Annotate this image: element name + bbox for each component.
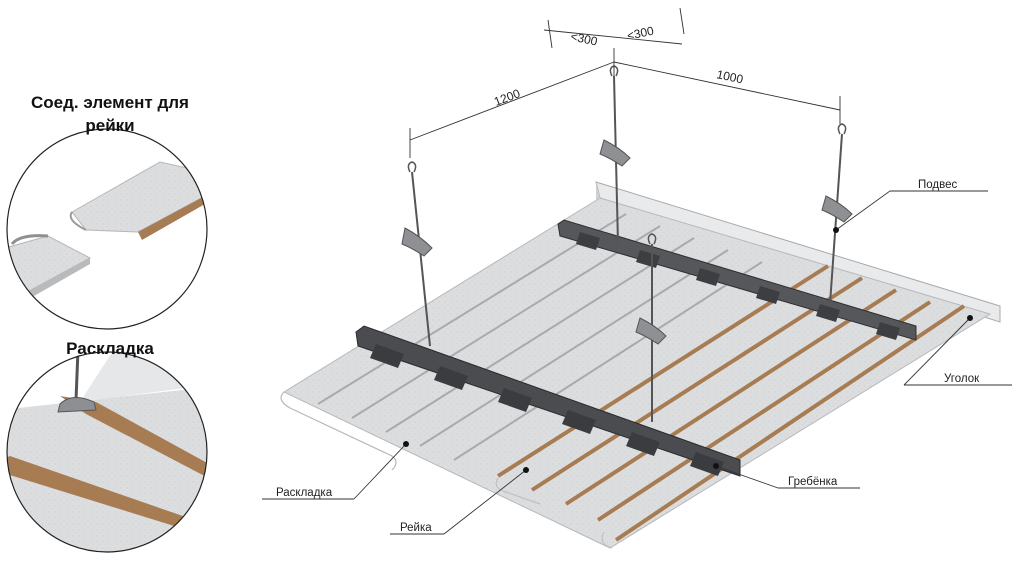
callout-hanger: Подвес <box>918 179 957 191</box>
dimension-left-offset: <300 <box>569 29 599 48</box>
ceiling-panel-field <box>282 197 992 549</box>
comb-carrier-front <box>355 325 741 477</box>
hangers <box>401 65 853 422</box>
connector-title: Соед. элемент для рейки <box>31 93 189 135</box>
callout-dots <box>403 227 973 473</box>
wood-inserts <box>496 264 966 542</box>
comb-carrier-back <box>557 219 917 341</box>
connector-inset <box>6 128 208 330</box>
layout-title: Раскладка <box>66 339 154 358</box>
layout-inset <box>6 351 208 553</box>
ceiling-assembly <box>280 65 1001 549</box>
callout-comb: Гребёнка <box>788 476 838 488</box>
callout-layout: Раскладка <box>276 487 333 499</box>
callout-leaders <box>262 190 1012 535</box>
callout-rail: Рейка <box>400 522 432 534</box>
dimension-span-left: 1200 <box>492 86 522 109</box>
callout-angle: Уголок <box>944 373 980 385</box>
panel-grooves <box>317 213 763 461</box>
dimension-span-right: 1000 <box>715 67 744 86</box>
dimension-lines <box>409 7 841 158</box>
dimension-right-offset: <300 <box>626 24 656 43</box>
